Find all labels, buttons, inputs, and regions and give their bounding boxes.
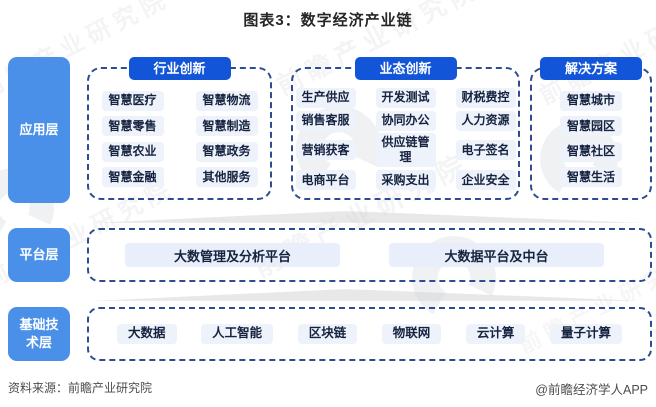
platform-pill-data-middle-platform: 大数据平台及中台 <box>389 243 604 267</box>
item-pill: 智慧农业 <box>101 141 164 162</box>
platform-layer-box: 大数管理及分析平台 大数据平台及中台 <box>87 228 652 282</box>
item-pill: 智慧制造 <box>195 116 258 137</box>
item-pill: 生产供应 <box>295 87 356 108</box>
reflection-shadow <box>92 211 644 223</box>
group-box-industry-innovation: 行业创新 智慧医疗 智慧物流智慧零售 智慧制造智慧农业 智慧政务智慧金融 其他服务 <box>87 57 272 200</box>
item-pill: 其他服务 <box>195 167 258 188</box>
reflection-shadow <box>92 289 644 301</box>
group-header-solutions: 解决方案 <box>539 57 643 80</box>
item-pill: 智慧医疗 <box>101 90 164 111</box>
source-note: 资料来源：前瞻产业研究院 <box>8 381 153 395</box>
item-pill: 电子签名 <box>455 140 516 161</box>
item-pill: 智慧政务 <box>195 141 258 162</box>
item-pill: 智慧金融 <box>101 167 164 188</box>
item-pill: 人力资源 <box>455 110 516 131</box>
platform-pill-data-management: 大数管理及分析平台 <box>125 243 340 267</box>
item-pill: 电商平台 <box>295 170 356 191</box>
item-pill: 智慧城市 <box>560 90 622 111</box>
chart-title: 图表3：数字经济产业链 <box>243 12 413 29</box>
item-pill: 开发测试 <box>375 87 436 108</box>
group-items-solutions: 智慧城市智慧园区智慧社区智慧生活 <box>532 85 650 193</box>
group-header-industry-innovation: 行业创新 <box>128 57 231 80</box>
item-pill: 大数据 <box>117 324 177 344</box>
credit-note: @前瞻经济学人APP <box>535 383 648 397</box>
item-pill: 供应链管理 <box>375 133 436 168</box>
group-items-industry-innovation: 智慧医疗 智慧物流智慧零售 智慧制造智慧农业 智慧政务智慧金融 其他服务 <box>89 85 270 193</box>
item-pill: 区块链 <box>297 324 358 344</box>
item-pill: 销售客服 <box>295 110 356 131</box>
item-pill: 智慧物流 <box>195 90 258 111</box>
layer-label-application: 应用层 <box>8 57 70 203</box>
item-pill: 智慧生活 <box>560 167 622 188</box>
item-pill: 采购支出 <box>375 170 436 191</box>
group-box-business-format-innovation: 业态创新 生产供应开发测试财税费控销售客服协同办公人力资源营销获客供应链管理电子… <box>291 57 520 200</box>
group-items-business-format-innovation: 生产供应开发测试财税费控销售客服协同办公人力资源营销获客供应链管理电子签名电商平… <box>293 85 518 193</box>
item-pill: 物联网 <box>381 324 442 344</box>
item-pill: 智慧零售 <box>101 116 164 137</box>
item-pill: 协同办公 <box>375 110 436 131</box>
item-pill: 智慧园区 <box>560 116 622 137</box>
item-pill: 营销获客 <box>295 140 356 161</box>
item-pill: 人工智能 <box>201 324 274 344</box>
group-box-solutions: 解决方案 智慧城市智慧园区智慧社区智慧生活 <box>530 57 652 200</box>
group-header-business-format-innovation: 业态创新 <box>354 57 457 80</box>
base-tech-layer-box: 大数据 人工智能 区块链 物联网 云计算 量子计算 <box>87 307 652 361</box>
layer-label-base-tech: 基础技术层 <box>8 307 70 361</box>
base-tech-items: 大数据 人工智能 区块链 物联网 云计算 量子计算 <box>89 309 650 359</box>
item-pill: 量子计算 <box>549 324 622 344</box>
item-pill: 智慧社区 <box>560 141 622 162</box>
item-pill: 财税费控 <box>455 87 516 108</box>
layer-label-platform: 平台层 <box>8 228 70 282</box>
item-pill: 云计算 <box>465 324 526 344</box>
item-pill: 企业安全 <box>455 170 516 191</box>
